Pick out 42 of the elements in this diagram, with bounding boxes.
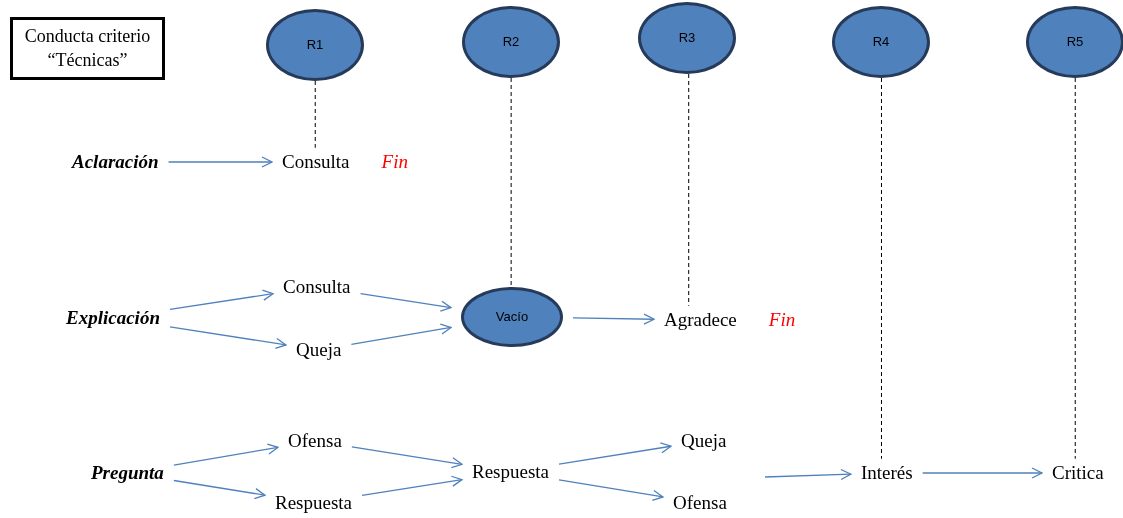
category-label: Aclaración <box>72 147 159 177</box>
arrow <box>167 156 273 168</box>
arrow <box>173 479 266 500</box>
end-label: Fin <box>381 149 408 174</box>
step-label: Consulta <box>282 147 350 177</box>
step-label: Ofensa <box>673 488 727 518</box>
arrow <box>922 467 1043 479</box>
arrow <box>558 442 672 465</box>
step-label: Queja <box>681 426 727 456</box>
step-label: Queja <box>296 335 342 365</box>
dashed-connector <box>510 77 512 288</box>
step-label: Interés <box>861 458 913 488</box>
category-label: Explicación <box>66 303 160 333</box>
title-box: Conducta criterio “Técnicas” <box>10 17 165 80</box>
category-label: Pregunta <box>91 458 164 488</box>
response-ellipse: Vacío <box>461 287 563 347</box>
dashed-connector <box>314 80 316 149</box>
step-label: Consulta <box>283 272 351 302</box>
arrow <box>572 313 655 325</box>
response-ellipse: R5 <box>1026 6 1123 78</box>
dashed-connector <box>688 73 690 307</box>
response-ellipse: R2 <box>462 6 560 78</box>
dashed-connector <box>1074 77 1076 460</box>
arrow <box>558 479 664 501</box>
arrow <box>350 323 452 346</box>
step-label: Respuesta <box>275 488 353 518</box>
arrow <box>169 289 274 310</box>
end-label: Fin <box>768 307 796 332</box>
dashed-connector <box>881 77 882 460</box>
response-ellipse: R4 <box>832 6 930 78</box>
step-label: Respuesta <box>472 457 550 487</box>
arrow <box>764 468 852 481</box>
step-label: Agradece <box>664 305 737 335</box>
response-ellipse: R1 <box>266 9 364 81</box>
arrow <box>351 446 463 469</box>
arrow <box>359 293 452 312</box>
response-ellipse: R3 <box>638 2 736 74</box>
arrow <box>169 326 287 349</box>
step-label: Critica <box>1052 458 1104 488</box>
step-label: Ofensa <box>288 426 342 456</box>
arrow <box>173 443 279 466</box>
arrow <box>361 475 463 496</box>
